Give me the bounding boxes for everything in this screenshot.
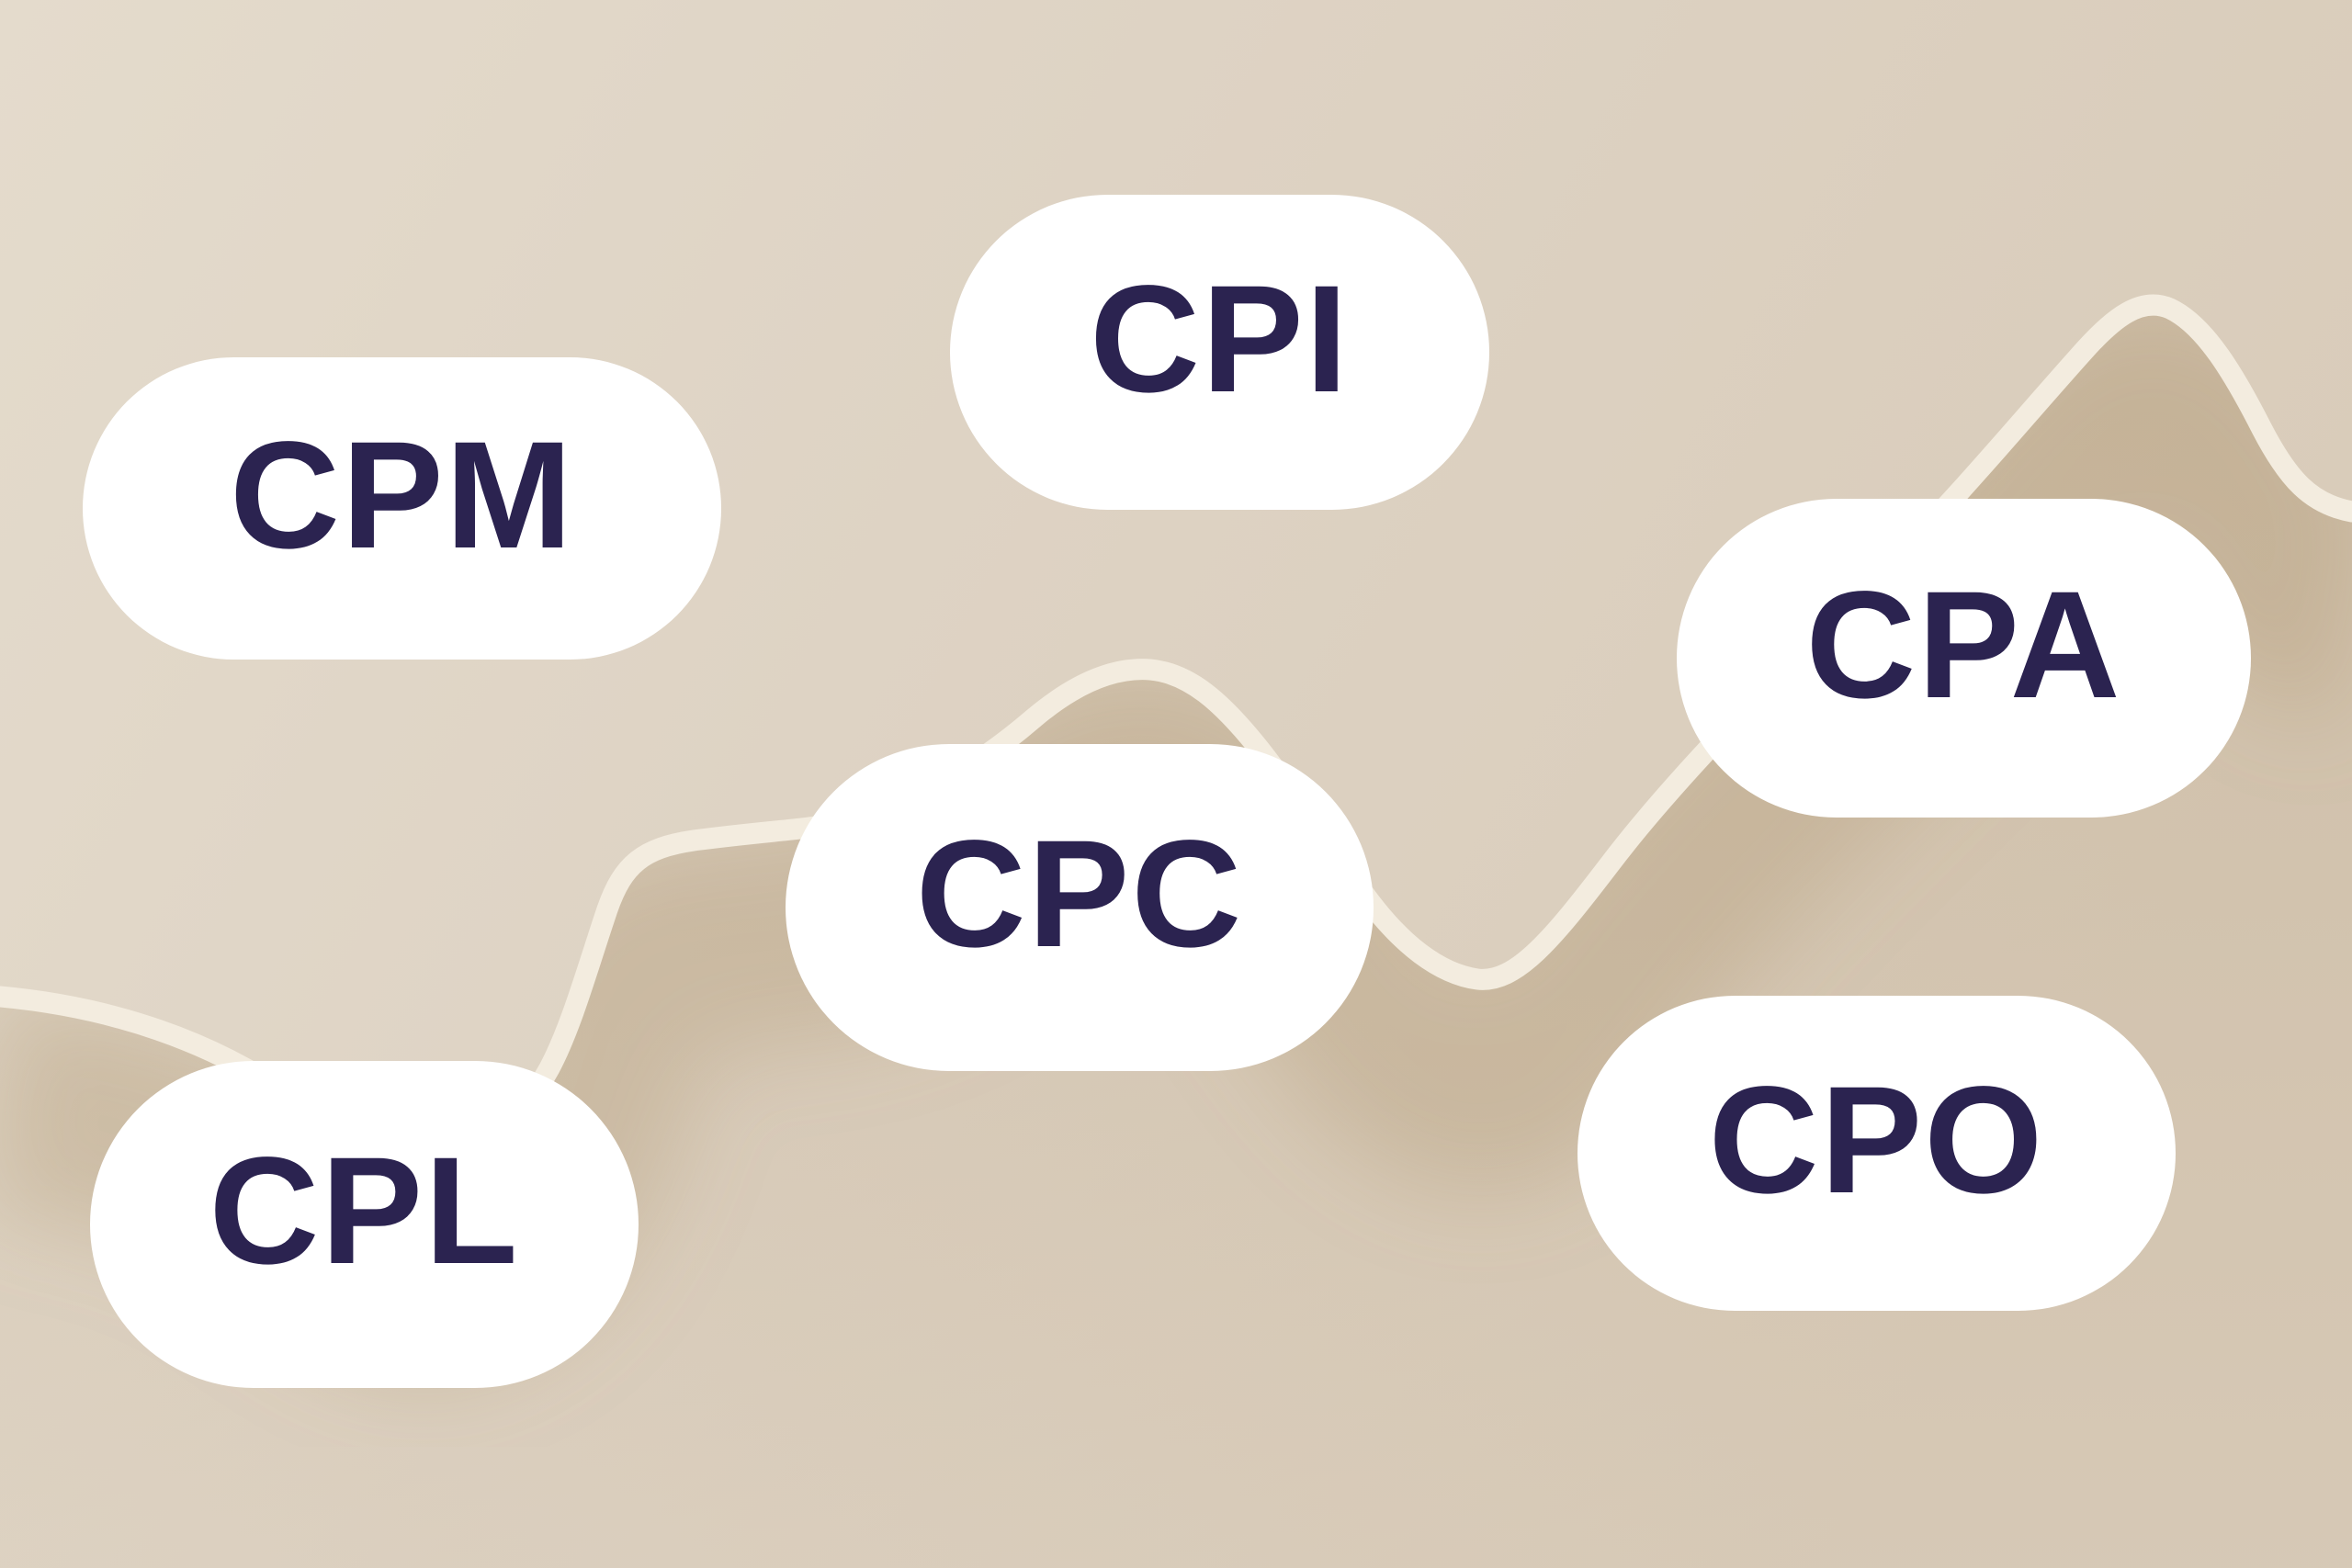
pill-cpa-label: CPA xyxy=(1805,559,2122,730)
pill-cpc-label: CPC xyxy=(915,809,1244,979)
pill-cpa: CPA xyxy=(1677,499,2251,818)
pill-cpc: CPC xyxy=(786,744,1374,1071)
pill-cpi: CPI xyxy=(950,195,1489,510)
pill-cpl: CPL xyxy=(90,1061,639,1388)
pill-cpl-label: CPL xyxy=(209,1126,520,1296)
pill-cpm: CPM xyxy=(83,357,721,660)
pill-cpo: CPO xyxy=(1577,996,2176,1311)
pill-cpi-label: CPI xyxy=(1090,254,1350,424)
pill-cpm-label: CPM xyxy=(230,410,574,581)
pill-cpo-label: CPO xyxy=(1708,1055,2045,1225)
